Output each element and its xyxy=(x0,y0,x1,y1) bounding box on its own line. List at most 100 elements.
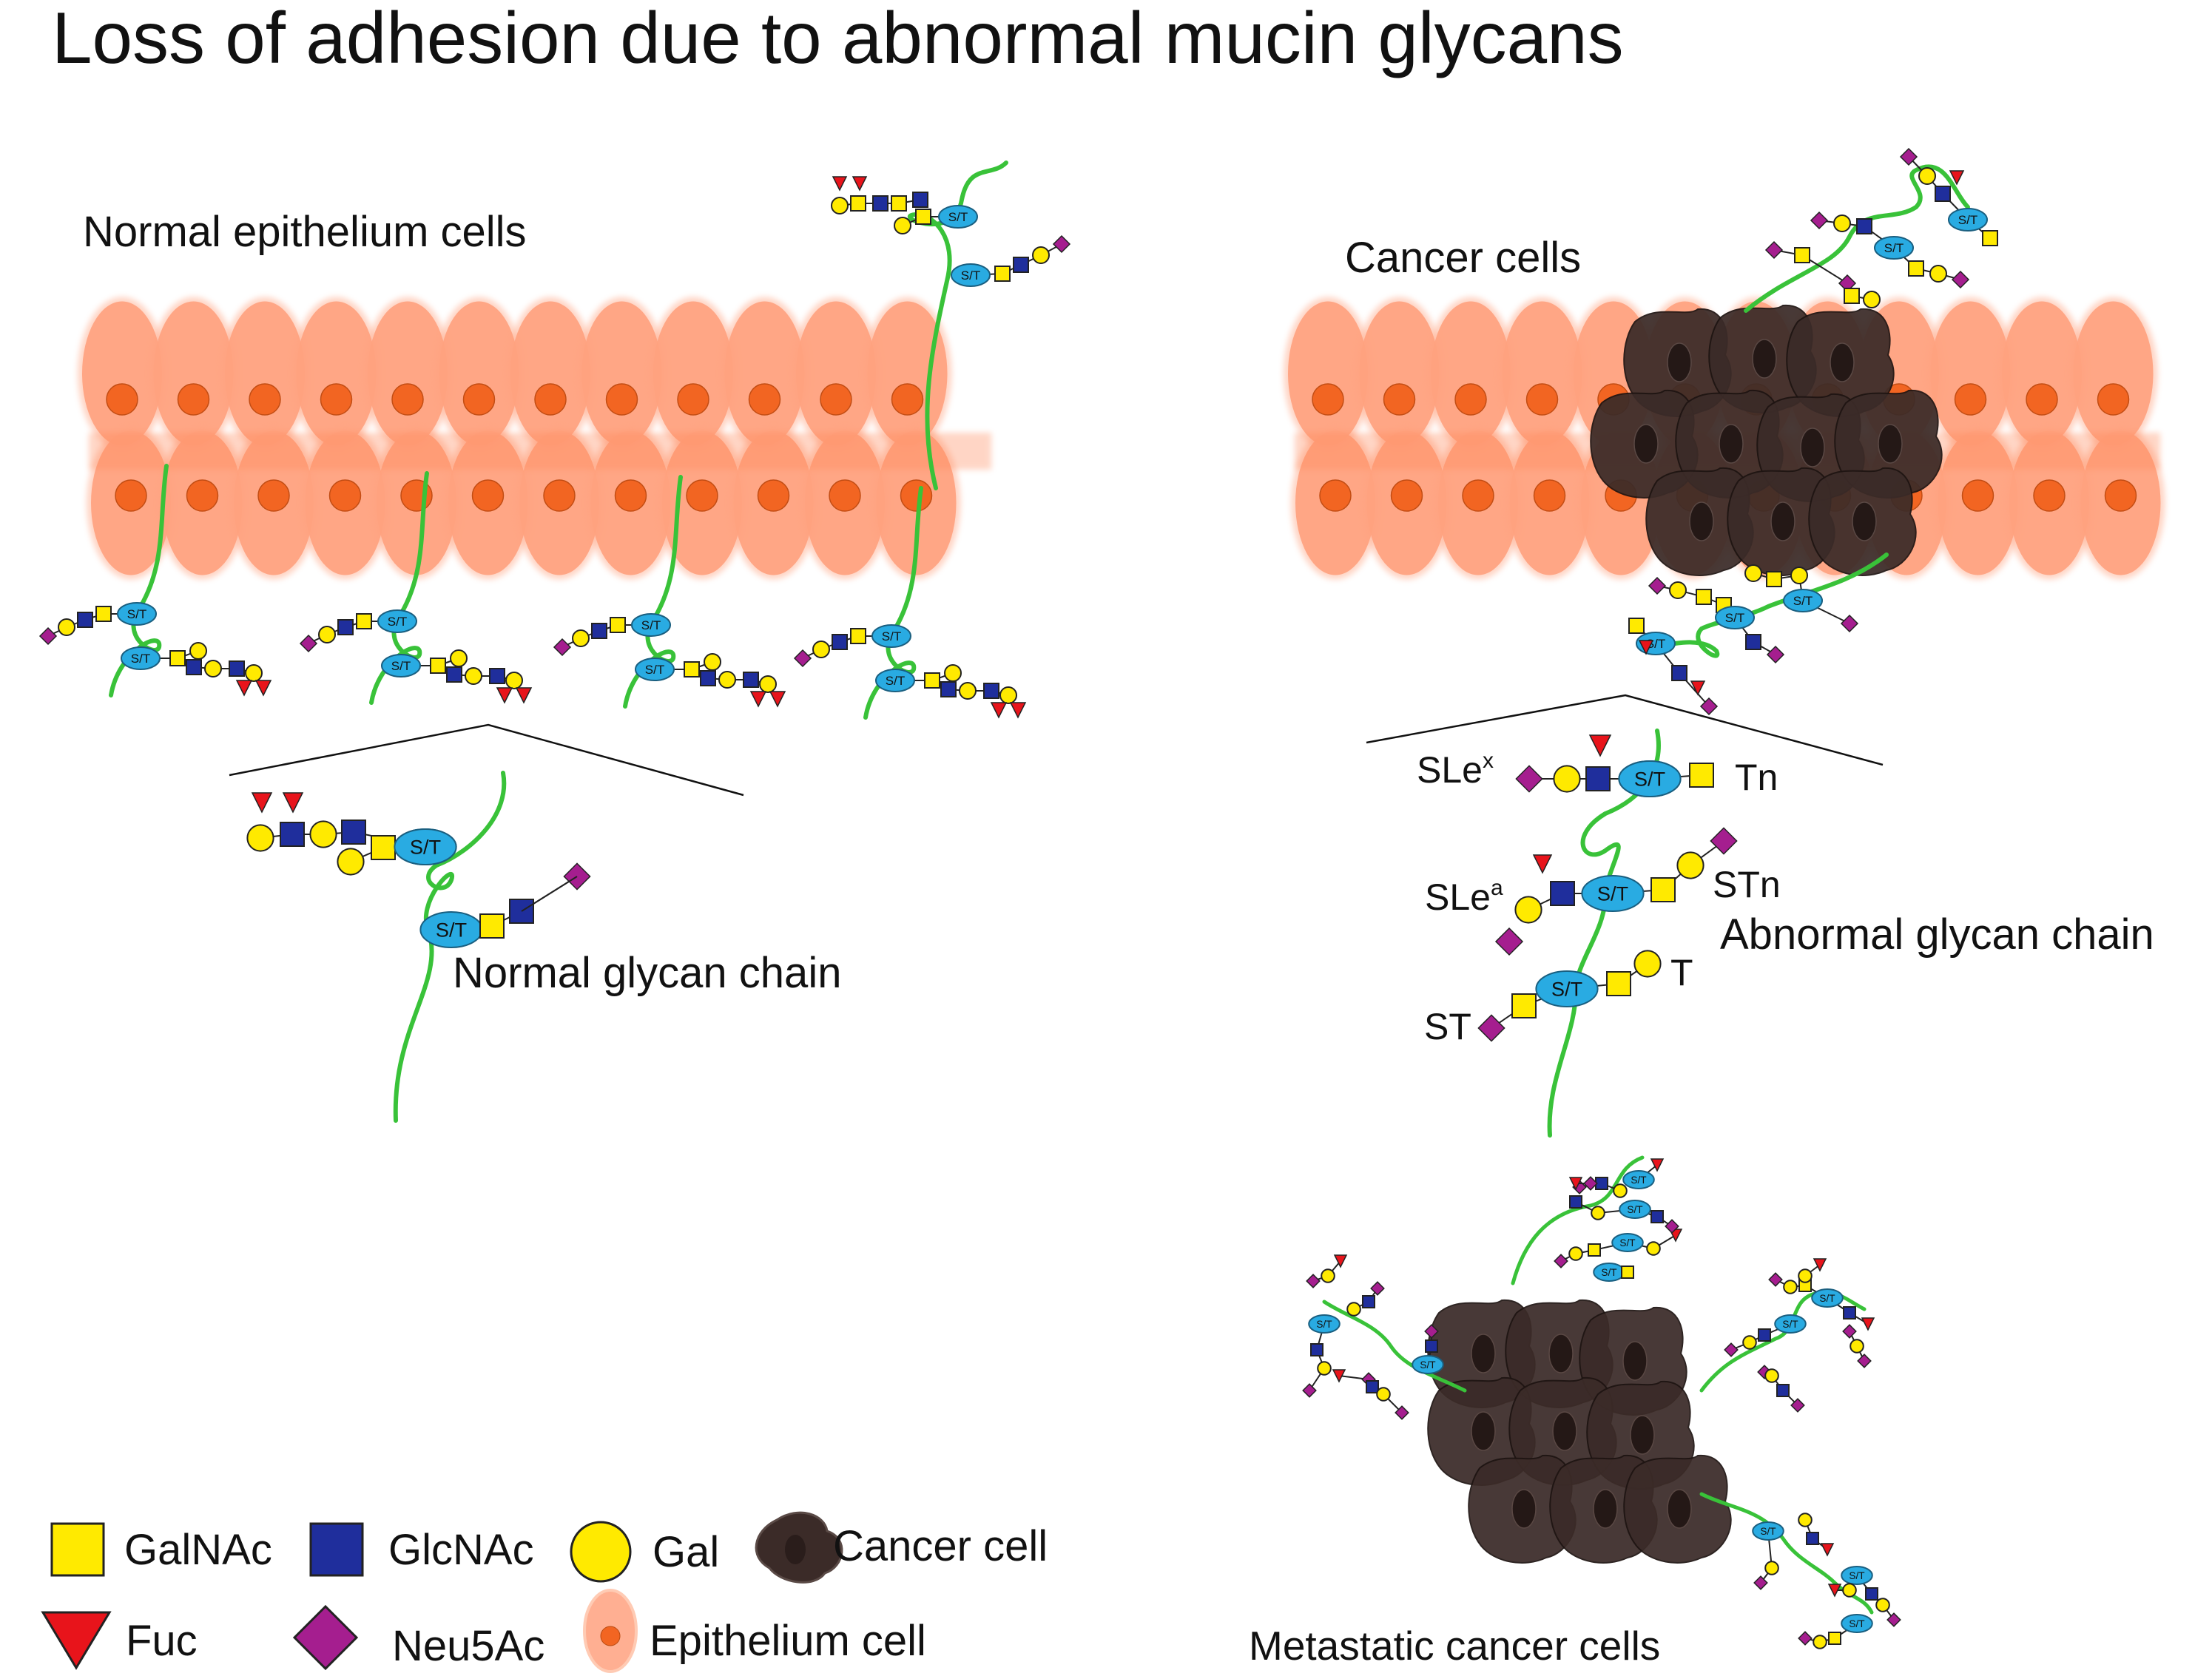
epithelium-nucleus xyxy=(471,479,505,512)
epithelium-cell xyxy=(649,297,738,450)
cancer-nucleus xyxy=(1689,501,1714,541)
epithelium-nucleus xyxy=(757,479,790,512)
glcnac-icon xyxy=(743,672,759,688)
gal-icon xyxy=(309,820,337,848)
gal-icon xyxy=(58,618,75,636)
glcnac-icon xyxy=(1843,1306,1856,1319)
site-label: S/T xyxy=(886,674,905,688)
legend-gal-icon xyxy=(570,1521,632,1583)
serine-threonine-site: S/T xyxy=(1593,1263,1625,1282)
epithelium-cell xyxy=(78,297,166,450)
epithelium-cell xyxy=(506,297,595,450)
gal-icon xyxy=(572,629,590,647)
neu5ac-icon xyxy=(38,626,58,646)
cancer-nucleus xyxy=(1667,1489,1692,1529)
fuc-icon xyxy=(254,680,272,697)
glcnac-icon xyxy=(337,619,354,635)
epithelium-nucleus xyxy=(605,383,638,416)
galnac-icon xyxy=(1828,1632,1841,1645)
epithelium-cell-body xyxy=(2073,301,2154,446)
neu5ac-icon xyxy=(1306,1274,1321,1288)
neu5ac-icon xyxy=(1768,1272,1783,1287)
fuc-icon xyxy=(1820,1543,1835,1557)
glcnac-icon xyxy=(1366,1380,1379,1393)
site-label: S/T xyxy=(391,659,411,673)
gal-icon xyxy=(1633,950,1662,978)
fuc-icon xyxy=(1690,680,1706,696)
peptide-chain xyxy=(1547,729,1661,1138)
fuc-icon xyxy=(282,792,304,814)
neu5ac-icon xyxy=(1424,1324,1439,1339)
neu5ac-icon xyxy=(1899,147,1918,166)
gal-icon xyxy=(204,660,222,678)
site-oval xyxy=(1535,970,1599,1007)
epithelium-nucleus xyxy=(2033,479,2066,512)
gal-icon xyxy=(318,626,336,643)
neu5ac-icon xyxy=(1494,927,1524,956)
legend: GalNAc GlcNAc Gal Cancer cell Fuc Neu5Ac… xyxy=(41,1511,1048,1673)
peptide-chain xyxy=(1322,1300,1467,1393)
cancer-nucleus xyxy=(1667,342,1692,382)
zoom-wedge-normal xyxy=(229,723,744,797)
site-label: S/T xyxy=(641,618,661,632)
epithelium-cell-body xyxy=(2002,301,2082,446)
epithelium-cell-body xyxy=(724,301,805,446)
gal-icon xyxy=(718,671,736,689)
gal-icon xyxy=(1591,1206,1605,1220)
site-oval xyxy=(1611,1233,1644,1252)
legend-fuc-icon xyxy=(41,1611,112,1670)
fuc-icon xyxy=(769,691,786,708)
neu5ac-icon xyxy=(1842,1324,1857,1339)
cancer-nucleus xyxy=(1830,342,1855,382)
gal-icon xyxy=(1798,1268,1813,1283)
cancer-cells-label: Cancer cells xyxy=(1345,234,1581,282)
neu5ac-icon xyxy=(1515,765,1543,793)
site-label: S/T xyxy=(1631,1175,1646,1186)
site-oval xyxy=(1412,1355,1444,1374)
gal-icon xyxy=(245,664,263,682)
cancer-nucleus xyxy=(1471,1334,1496,1373)
epithelium-cell-body xyxy=(796,301,876,446)
cancer-nucleus xyxy=(1770,501,1795,541)
site-label: S/T xyxy=(645,663,664,677)
gal-icon xyxy=(1376,1387,1391,1402)
peptide-chain xyxy=(393,771,507,1123)
fuc-icon xyxy=(1568,1177,1583,1191)
epithelium-cell-body xyxy=(510,301,590,446)
serine-threonine-site: S/T xyxy=(631,613,671,637)
cancer-nucleus xyxy=(1622,1341,1648,1381)
legend-fuc-label: Fuc xyxy=(126,1617,198,1665)
epithelium-cell xyxy=(291,297,381,450)
site-oval xyxy=(631,613,671,637)
site-label: S/T xyxy=(127,607,146,621)
slea-label: SLea xyxy=(1425,876,1503,918)
serine-threonine-site: S/T xyxy=(1841,1614,1873,1633)
epithelium-nucleus xyxy=(177,383,210,416)
epithelium-nucleus xyxy=(614,479,647,512)
epithelium-cell xyxy=(1926,297,2015,450)
gal-icon xyxy=(1742,1335,1757,1350)
cancer-nucleus xyxy=(1852,501,1877,541)
serine-threonine-site: S/T xyxy=(1412,1355,1444,1374)
epithelium-nucleus xyxy=(1954,383,1987,416)
glcnac-icon xyxy=(1865,1587,1878,1601)
neu5ac-icon xyxy=(1554,1254,1568,1268)
glcnac-icon xyxy=(1569,1195,1582,1209)
serine-threonine-site: S/T xyxy=(951,263,991,287)
serine-threonine-site: S/T xyxy=(1535,970,1599,1007)
epithelium-cell-body xyxy=(439,301,519,446)
connector-lines xyxy=(229,694,1884,797)
legend-glcnac-label: GlcNAc xyxy=(388,1526,534,1574)
epithelium-nucleus xyxy=(115,479,147,512)
gal-icon xyxy=(1842,1583,1857,1598)
site-oval xyxy=(1783,589,1823,612)
neu5ac-icon xyxy=(1477,1014,1505,1042)
neu5ac-icon xyxy=(1302,1383,1317,1398)
epithelium-cell xyxy=(1355,297,1444,450)
epithelium-nucleus xyxy=(257,479,290,512)
site-label: S/T xyxy=(1884,241,1904,255)
fuc-icon xyxy=(749,691,767,708)
glcnac-icon xyxy=(1013,257,1029,273)
site-label: S/T xyxy=(1819,1293,1835,1304)
serine-threonine-site: S/T xyxy=(1618,760,1682,797)
